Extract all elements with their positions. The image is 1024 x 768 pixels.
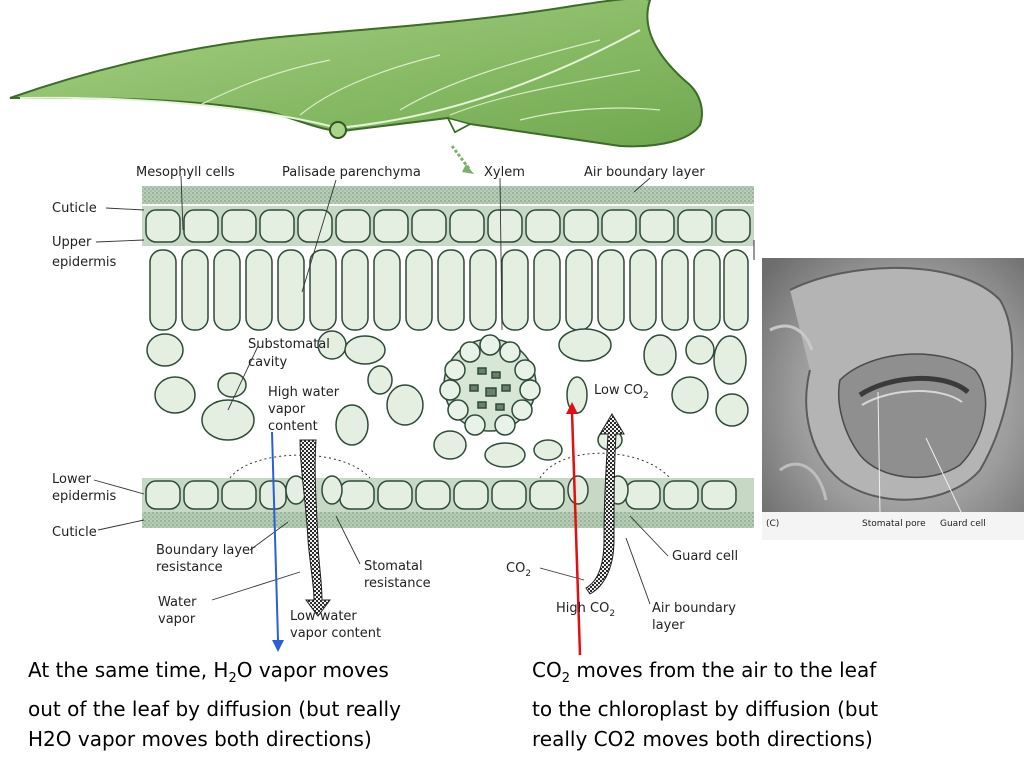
micrograph-guard-cell-label: Guard cell — [940, 519, 986, 529]
caption-left-line2: out of the leaf by diffusion (but really — [28, 697, 401, 721]
label-air-boundary-bottom-2: layer — [652, 618, 685, 633]
label-lower-epidermis-2: epidermis — [52, 489, 117, 504]
leaf-illustration — [9, 0, 703, 174]
label-water-vapor-1: Water — [158, 595, 197, 610]
leader-lines — [93, 175, 669, 605]
label-upper-epidermis-2: epidermis — [52, 255, 117, 270]
cross-section — [142, 186, 755, 528]
upper-epidermis-cells — [142, 206, 754, 246]
label-palisade-parenchyma: Palisade parenchyma — [282, 165, 421, 180]
label-low-co2: Low CO2 — [594, 383, 649, 401]
label-upper-epidermis-1: Upper — [52, 235, 92, 250]
label-substomatal-2: cavity — [248, 355, 288, 370]
label-air-boundary-bottom-1: Air boundary — [652, 601, 736, 616]
caption-right-line3: really CO2 moves both directions) — [532, 727, 873, 751]
label-high-co2: High CO2 — [556, 601, 615, 619]
water-vapor-arrow — [299, 439, 331, 617]
vascular-bundle — [439, 334, 541, 436]
caption-right: CO2 moves from the air to the leaf to th… — [532, 655, 878, 754]
caption-left-line3: H2O vapor moves both directions) — [28, 727, 372, 751]
stomata-micrograph: (C) Stomatal pore Guard cell — [762, 258, 1024, 540]
palisade-cells — [149, 249, 749, 331]
label-high-water-1: High water — [268, 385, 340, 400]
label-guard-cell: Guard cell — [672, 549, 738, 564]
micrograph-stomatal-pore-label: Stomatal pore — [862, 519, 926, 529]
diagram-labels: Mesophyll cells Palisade parenchyma Xyle… — [52, 165, 738, 641]
lower-epidermis-cells — [142, 475, 754, 512]
label-boundary-resistance-1: Boundary layer — [156, 543, 256, 558]
label-mesophyll-cells: Mesophyll cells — [136, 165, 235, 180]
label-low-water-1: Low water — [290, 609, 357, 624]
caption-right-line2: to the chloroplast by diffusion (but — [532, 697, 879, 721]
caption-right-line1: CO2 moves from the air to the leaf — [532, 658, 877, 686]
label-boundary-resistance-2: resistance — [156, 560, 223, 575]
label-co2-air: CO2 — [506, 561, 531, 579]
label-stomatal-resistance-2: resistance — [364, 576, 431, 591]
micrograph-panel-label: (C) — [766, 519, 779, 529]
label-substomatal-1: Substomatal — [248, 337, 330, 352]
label-cuticle-top: Cuticle — [52, 201, 97, 216]
label-high-water-2: vapor — [268, 402, 306, 417]
label-cuticle-bottom: Cuticle — [52, 525, 97, 540]
caption-left: At the same time, H2O vapor moves out of… — [28, 655, 401, 754]
label-stomatal-resistance-1: Stomatal — [364, 559, 423, 574]
label-xylem: Xylem — [484, 165, 525, 180]
label-air-boundary-layer-top: Air boundary layer — [584, 165, 705, 180]
caption-left-line1: At the same time, H2O vapor moves — [28, 658, 389, 686]
blue-water-arrow — [271, 431, 284, 652]
label-low-water-2: vapor content — [290, 626, 381, 641]
label-lower-epidermis-1: Lower — [52, 472, 92, 487]
red-co2-arrow — [566, 402, 582, 656]
label-water-vapor-2: vapor — [158, 612, 196, 627]
co2-arrow — [585, 413, 625, 595]
label-high-water-3: content — [268, 419, 318, 434]
